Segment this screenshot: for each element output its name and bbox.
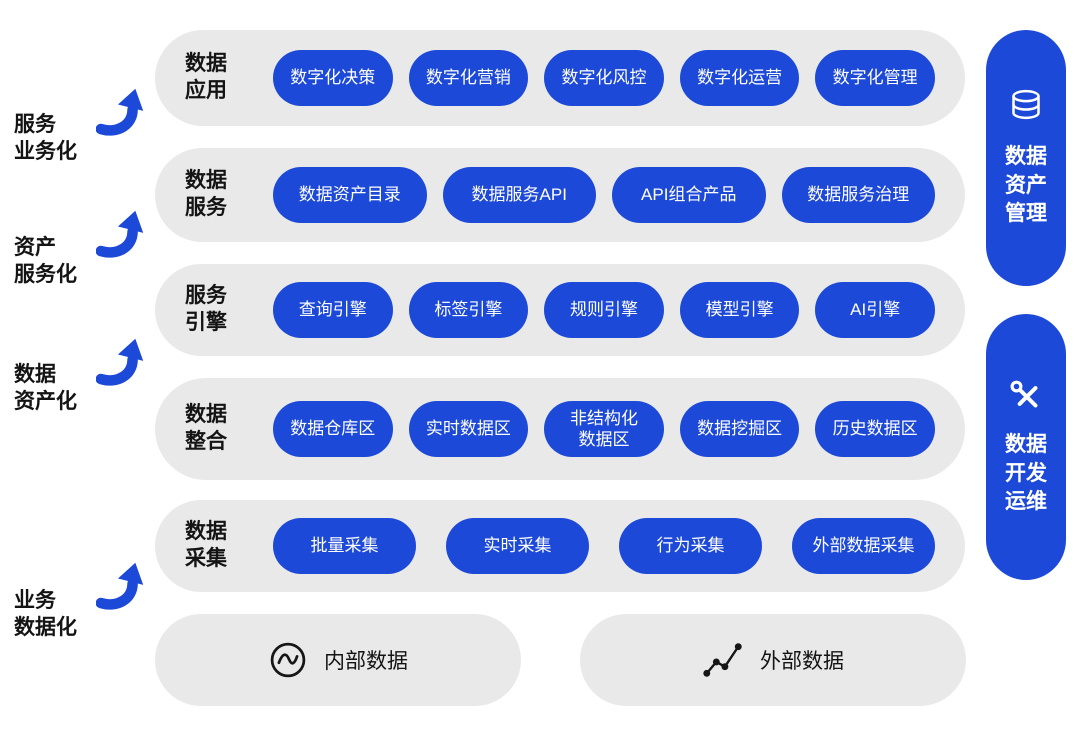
source-label: 内部数据 xyxy=(324,650,408,673)
pill-group: 数据仓库区 实时数据区 非结构化 数据区 数据挖掘区 历史数据区 xyxy=(273,400,935,458)
capability-pill: 数字化管理 xyxy=(815,50,935,106)
layer-row-data-service: 数据 服务 数据资产目录 数据服务API API组合产品 数据服务治理 xyxy=(155,148,965,242)
capability-pill: 外部数据采集 xyxy=(792,518,935,574)
flow-stage-label-asset-servitization: 资产 服务化 xyxy=(14,236,77,286)
layer-label: 数据 服务 xyxy=(185,169,227,219)
capability-pill: 实时数据区 xyxy=(408,401,529,457)
pill-group: 批量采集 实时采集 行为采集 外部数据采集 xyxy=(273,518,935,574)
capability-pill: 数据资产目录 xyxy=(273,167,427,223)
database-icon xyxy=(1006,87,1046,127)
layer-row-service-engine: 服务 引擎 查询引擎 标签引擎 规则引擎 模型引擎 AI引擎 xyxy=(155,264,965,356)
capability-pill: 数据服务治理 xyxy=(781,167,935,223)
capability-pill: 查询引擎 xyxy=(273,282,393,338)
capability-pill: 实时采集 xyxy=(446,518,589,574)
capability-pill: 数据仓库区 xyxy=(273,401,393,457)
external-data-source: 外部数据 xyxy=(580,614,966,706)
capability-pill: 标签引擎 xyxy=(408,282,529,338)
capability-pill: 数字化营销 xyxy=(408,50,529,106)
capability-pill: 数字化风控 xyxy=(544,50,664,106)
capability-pill: 模型引擎 xyxy=(679,282,800,338)
capability-pill: AI引擎 xyxy=(815,282,935,338)
pill-group: 数据资产目录 数据服务API API组合产品 数据服务治理 xyxy=(273,167,935,223)
side-panel-data-asset-management: 数据 资产 管理 xyxy=(986,30,1066,286)
pill-group: 数字化决策 数字化营销 数字化风控 数字化运营 数字化管理 xyxy=(273,50,935,106)
layer-row-data-collection: 数据 采集 批量采集 实时采集 行为采集 外部数据采集 xyxy=(155,500,965,592)
layer-row-data-application: 数据 应用 数字化决策 数字化营销 数字化风控 数字化运营 数字化管理 xyxy=(155,30,965,126)
side-panel-label: 数据 资产 管理 xyxy=(1005,145,1047,226)
pill-group: 查询引擎 标签引擎 规则引擎 模型引擎 AI引擎 xyxy=(273,282,935,338)
capability-pill: 数据挖掘区 xyxy=(679,401,800,457)
layer-label: 服务 引擎 xyxy=(185,284,227,334)
capability-pill: 行为采集 xyxy=(619,518,762,574)
capability-pill: API组合产品 xyxy=(612,167,766,223)
side-panel-data-dev-ops: 数据 开发 运维 xyxy=(986,314,1066,580)
flow-stage-label-business-datafication: 业务 数据化 xyxy=(14,589,77,639)
capability-pill: 历史数据区 xyxy=(815,401,935,457)
line-chart-icon xyxy=(268,640,308,680)
layer-label: 数据 整合 xyxy=(185,403,227,453)
layer-label: 数据 采集 xyxy=(185,520,227,570)
tools-icon xyxy=(1007,377,1045,415)
flow-stage-label-data-capitalization: 数据 资产化 xyxy=(14,363,77,413)
capability-pill: 数据服务API xyxy=(442,167,596,223)
node-path-icon xyxy=(702,639,744,681)
capability-pill: 规则引擎 xyxy=(544,282,664,338)
layer-label: 数据 应用 xyxy=(185,52,227,102)
source-label: 外部数据 xyxy=(760,650,844,673)
capability-pill: 数字化运营 xyxy=(679,50,800,106)
internal-data-source: 内部数据 xyxy=(155,614,521,706)
capability-pill: 数字化决策 xyxy=(273,50,393,106)
side-panel-label: 数据 开发 运维 xyxy=(1005,433,1047,514)
capability-pill: 批量采集 xyxy=(273,518,416,574)
flow-stage-label-service-businessization: 服务 业务化 xyxy=(14,113,77,163)
layer-row-data-integration: 数据 整合 数据仓库区 实时数据区 非结构化 数据区 数据挖掘区 历史数据区 xyxy=(155,378,965,480)
capability-pill: 非结构化 数据区 xyxy=(544,400,664,458)
